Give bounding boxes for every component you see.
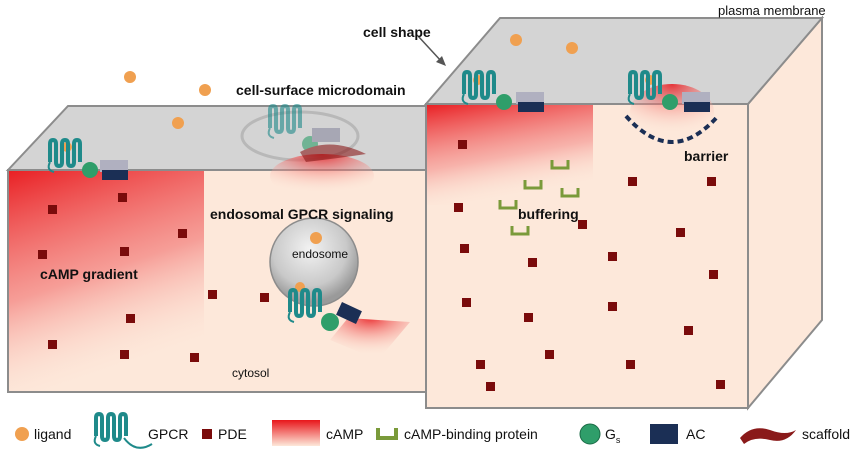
legend-gs-sub: s xyxy=(615,434,621,445)
gpcr-complex-right xyxy=(460,70,544,112)
legend-gs-main: G xyxy=(605,426,616,442)
legend-scaffold-icon xyxy=(740,428,796,444)
left-cell-box xyxy=(5,105,429,393)
camp-gradient-left xyxy=(9,171,204,391)
right-cell-box xyxy=(423,15,825,411)
cell-shape-arrow xyxy=(417,35,443,63)
ligand xyxy=(510,34,522,46)
pde-molecules xyxy=(38,140,725,391)
legend-camp-label: cAMP xyxy=(326,426,364,442)
legend-pde-icon xyxy=(202,429,212,439)
buffering-label: buffering xyxy=(518,206,579,222)
plasma-membrane-label: plasma membrane xyxy=(718,3,826,18)
ligand xyxy=(566,42,578,54)
endosomal-signaling-label: endosomal GPCR signaling xyxy=(210,206,394,222)
cytosol-label: cytosol xyxy=(232,366,270,380)
legend-ac-icon xyxy=(650,424,678,444)
camp-cone-endosome xyxy=(330,318,410,360)
cell-shape-label: cell shape xyxy=(363,24,431,40)
legend-scaffold-label: scaffold xyxy=(802,426,850,442)
endosome-label: endosome xyxy=(292,247,349,261)
legend-ligand-label: ligand xyxy=(34,426,72,442)
cell-surface-microdomain-label: cell-surface microdomain xyxy=(236,82,406,98)
barrier-line xyxy=(624,114,720,144)
legend-binding-protein-icon xyxy=(376,428,398,440)
legend-gs-label: Gs xyxy=(605,426,620,445)
ligand xyxy=(199,84,211,96)
legend-gs-icon xyxy=(579,423,601,445)
legend-gpcr-label: GPCR xyxy=(148,426,189,442)
barrier-label: barrier xyxy=(684,148,729,164)
legend-ligand-icon xyxy=(15,427,29,441)
gpcr-complex-endosome xyxy=(286,288,362,331)
ligand xyxy=(172,117,184,129)
ligand xyxy=(310,232,322,244)
legend-ac-label: AC xyxy=(686,426,706,442)
left-membrane-top xyxy=(5,105,429,171)
legend-camp-icon xyxy=(272,420,320,446)
cell-shape-arrowhead xyxy=(436,56,446,66)
camp-gradient-label: cAMP gradient xyxy=(40,266,138,282)
gpcr-complex-left xyxy=(46,138,128,180)
legend-binding-protein-label: cAMP-binding protein xyxy=(404,426,538,442)
camp-gradient-right xyxy=(427,105,593,205)
gpcr-complex-microdomain xyxy=(266,104,366,162)
camp-spot-microdomain xyxy=(270,154,374,198)
legend-symbols xyxy=(15,412,796,449)
camp-binding-proteins xyxy=(498,160,580,236)
legend-gpcr-icon xyxy=(92,412,153,449)
ligand xyxy=(124,71,136,83)
gpcr-complex-barrier xyxy=(626,70,710,112)
legend-pde-label: PDE xyxy=(218,426,247,442)
